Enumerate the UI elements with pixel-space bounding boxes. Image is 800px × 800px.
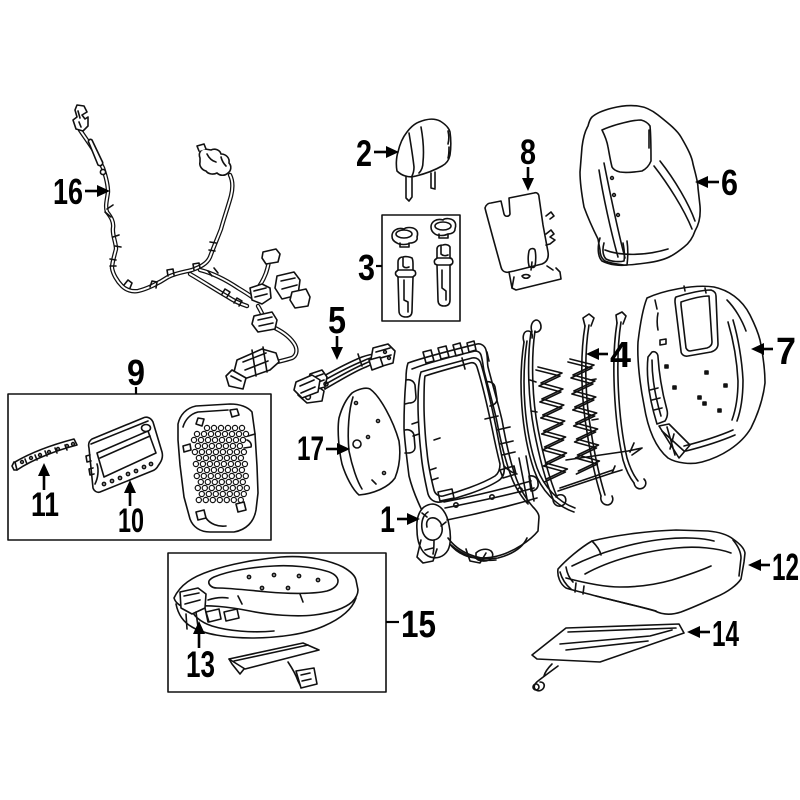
svg-text:11: 11 [31, 486, 59, 524]
svg-text:3: 3 [358, 247, 375, 288]
svg-text:16: 16 [53, 171, 83, 212]
svg-text:17: 17 [297, 430, 324, 468]
svg-text:13: 13 [186, 644, 215, 685]
svg-text:7: 7 [776, 331, 796, 373]
svg-text:4: 4 [610, 334, 631, 375]
svg-text:5: 5 [328, 300, 346, 342]
svg-text:10: 10 [118, 502, 144, 540]
svg-text:15: 15 [401, 604, 436, 646]
svg-text:1: 1 [380, 499, 395, 540]
svg-text:12: 12 [772, 547, 799, 589]
svg-text:9: 9 [127, 352, 145, 393]
svg-text:8: 8 [520, 133, 536, 172]
svg-text:6: 6 [721, 162, 738, 203]
svg-text:14: 14 [712, 613, 739, 654]
svg-text:2: 2 [356, 133, 372, 174]
